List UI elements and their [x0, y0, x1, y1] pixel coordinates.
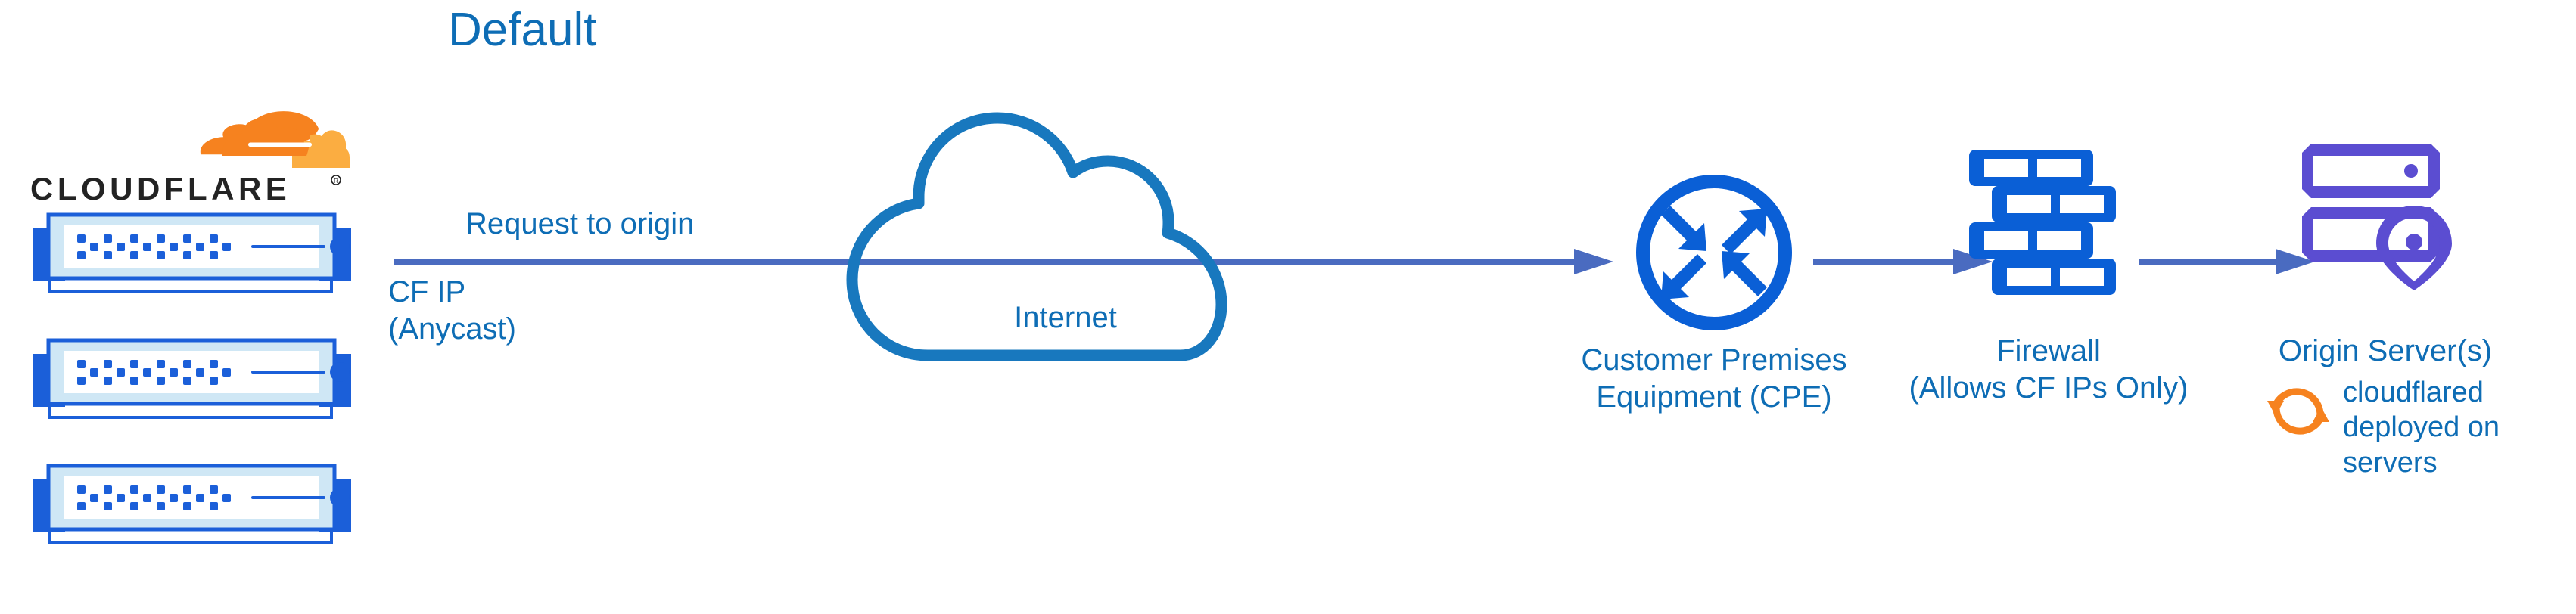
- label-cpe-line2: Equipment (CPE): [1596, 380, 1832, 414]
- label-cf-ip-line2: (Anycast): [388, 312, 516, 346]
- network-switch-icon: [33, 464, 351, 544]
- cloudflare-wordmark: CLOUDFLARE R: [30, 172, 341, 206]
- label-cpe: Customer Premises Equipment (CPE): [1536, 342, 1892, 416]
- server-rack-location-icon: [2302, 144, 2452, 290]
- cloudflare-cloud-mark-icon: [200, 111, 350, 168]
- cloudflared-label-line2: deployed on: [2343, 411, 2500, 444]
- cloudflare-logo: CLOUDFLARE R: [30, 106, 350, 208]
- label-firewall-line1: Firewall: [1996, 334, 2101, 367]
- label-firewall-line2: (Allows CF IPs Only): [1909, 371, 2189, 405]
- network-switch-icon: [33, 212, 351, 293]
- svg-text:CLOUDFLARE: CLOUDFLARE: [30, 172, 291, 206]
- svg-text:R: R: [334, 178, 338, 185]
- brick-wall-icon: [1969, 150, 2116, 295]
- cloud-icon: [846, 112, 1227, 361]
- label-cpe-line1: Customer Premises: [1581, 343, 1847, 377]
- router-icon: [1636, 175, 1792, 330]
- arrow-cpe-to-firewall: [1813, 249, 1993, 274]
- arrow-firewall-to-origin: [2139, 249, 2315, 274]
- cloudflared-label-line1: cloudflared: [2343, 377, 2484, 408]
- cloudflared-note: cloudflared deployed on servers: [2266, 377, 2568, 485]
- network-switch-icon: [33, 338, 351, 419]
- label-cf-ip: CF IP (Anycast): [388, 274, 516, 348]
- refresh-cycle-icon: [2267, 388, 2329, 435]
- label-cf-ip-line1: CF IP: [388, 275, 466, 309]
- label-origin: Origin Server(s): [2278, 334, 2493, 367]
- label-internet: Internet: [1014, 301, 1117, 334]
- page-title: Default: [448, 4, 597, 56]
- arrow-cf-to-cpe: [394, 249, 1613, 274]
- cloudflared-label-line3: servers: [2343, 446, 2438, 479]
- cloudflared-label: cloudflared deployed on servers: [2343, 375, 2532, 480]
- label-request-to-origin: Request to origin: [465, 207, 695, 240]
- label-firewall: Firewall (Allows CF IPs Only): [1901, 333, 2196, 407]
